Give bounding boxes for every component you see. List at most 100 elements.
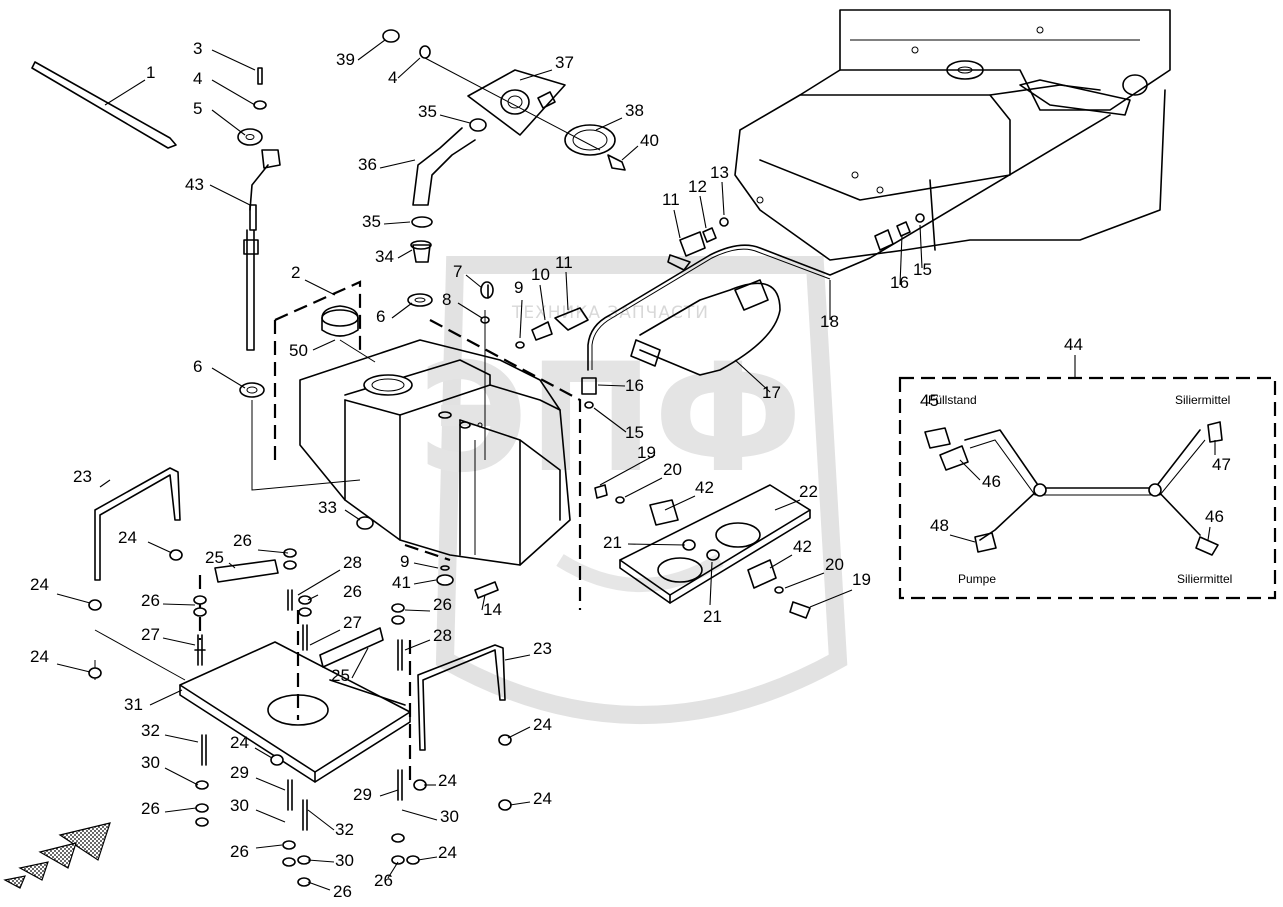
callout-leader xyxy=(257,549,289,554)
label-fuellstand: Füllstand xyxy=(928,393,977,407)
callout-leader xyxy=(379,159,416,169)
callout-leader xyxy=(307,809,335,831)
callout-leader xyxy=(56,663,91,673)
callout-number: 32 xyxy=(335,820,354,839)
tank-assembly xyxy=(273,280,582,610)
callout-leader xyxy=(228,562,236,569)
callout-number: 34 xyxy=(375,247,394,266)
callout-number: 11 xyxy=(662,190,680,209)
callout-number: 30 xyxy=(335,851,354,870)
callout-number: 17 xyxy=(762,383,781,402)
callout-number: 26 xyxy=(141,799,160,818)
callout-number: 26 xyxy=(141,591,160,610)
pump-bracket xyxy=(436,484,811,619)
watermark-letters: ЭПФ xyxy=(418,332,802,506)
callout-number: 15 xyxy=(625,423,644,442)
callout-number: 27 xyxy=(141,625,160,644)
callout-number: 24 xyxy=(533,789,552,808)
callout-leader xyxy=(307,881,331,891)
callout-number: 26 xyxy=(343,582,362,601)
machine-frame xyxy=(734,9,1171,261)
callout-leader xyxy=(565,271,569,311)
callout-number: 13 xyxy=(710,163,729,182)
callout-leader xyxy=(784,572,825,589)
callout-leader xyxy=(307,594,319,601)
callout-number: 1 xyxy=(146,63,155,82)
callout-leader xyxy=(721,181,725,216)
callout-leader xyxy=(304,279,336,296)
callout-number: 27 xyxy=(343,613,362,632)
callout-leader xyxy=(1207,526,1211,541)
callout-number: 35 xyxy=(418,102,437,121)
callout-leader xyxy=(509,801,531,806)
callout-number: 46 xyxy=(1205,507,1224,526)
callout-number: 26 xyxy=(433,595,452,614)
callout-leader xyxy=(104,79,146,106)
callout-leader xyxy=(709,561,713,606)
callout-number: 46 xyxy=(982,472,1001,491)
travel-direction-arrow xyxy=(3,822,111,889)
callout-leader xyxy=(211,49,256,71)
callout-number: 36 xyxy=(358,155,377,174)
callout-number: 25 xyxy=(331,666,350,685)
callout-number: 20 xyxy=(825,555,844,574)
callout-leader xyxy=(255,777,286,791)
callout-number: 28 xyxy=(343,553,362,572)
callout-number: 10 xyxy=(531,265,550,284)
callout-leader xyxy=(597,384,626,387)
callout-number: 5 xyxy=(193,99,202,118)
callout-leader xyxy=(949,534,976,543)
callout-number: 21 xyxy=(603,533,622,552)
callout-number: 26 xyxy=(333,882,352,901)
callout-number: 24 xyxy=(533,715,552,734)
callout-number: 24 xyxy=(30,575,49,594)
callout-leader xyxy=(809,589,853,608)
label-pumpe: Pumpe xyxy=(958,572,996,586)
callout-leader xyxy=(211,109,246,136)
callout-leader xyxy=(56,593,91,604)
callout-number: 21 xyxy=(703,607,722,626)
callout-number: 30 xyxy=(440,807,459,826)
callout-number: 11 xyxy=(555,253,573,272)
callout-leaders xyxy=(56,39,1216,891)
callout-leader xyxy=(673,209,681,239)
callout-leader xyxy=(507,726,531,739)
callout-leader xyxy=(404,639,431,651)
callout-number: 16 xyxy=(625,376,644,395)
filler-parts xyxy=(382,29,626,307)
callout-number: 24 xyxy=(30,647,49,666)
callout-leader xyxy=(413,562,439,569)
callout-number: 22 xyxy=(799,482,818,501)
callout-leader xyxy=(147,541,173,554)
callout-number: 7 xyxy=(453,262,462,281)
callout-leader xyxy=(627,543,686,546)
callout-number: 37 xyxy=(555,53,574,72)
callout-leader xyxy=(397,249,413,259)
callout-number: 29 xyxy=(230,763,249,782)
callout-number: 42 xyxy=(695,478,714,497)
callout-number: 25 xyxy=(205,548,224,567)
callout-number: 26 xyxy=(233,531,252,550)
callout-number: 32 xyxy=(141,721,160,740)
callout-leader xyxy=(391,302,413,319)
callout-number: 43 xyxy=(185,175,204,194)
callout-leader xyxy=(255,809,286,823)
callout-number: 39 xyxy=(336,50,355,69)
detail-box-number: 44 xyxy=(1064,335,1083,354)
callout-leader xyxy=(621,145,639,161)
callout-leader xyxy=(162,603,196,606)
callout-leader xyxy=(599,454,656,486)
callout-number: 24 xyxy=(230,733,249,752)
callout-leader xyxy=(164,734,199,743)
callout-leader xyxy=(699,195,707,229)
watermark: ТЕХНИКА ЗАПЧАСТИ ЭПФ xyxy=(418,256,848,724)
callout-number: 18 xyxy=(820,312,839,331)
hose-lines xyxy=(480,114,1111,409)
callout-number: 38 xyxy=(625,101,644,120)
callout-number: 19 xyxy=(852,570,871,589)
callout-leader xyxy=(357,39,386,61)
callout-number: 40 xyxy=(640,131,659,150)
callout-number: 9 xyxy=(514,278,523,297)
callout-leader xyxy=(164,767,199,786)
callout-leader xyxy=(297,569,341,596)
